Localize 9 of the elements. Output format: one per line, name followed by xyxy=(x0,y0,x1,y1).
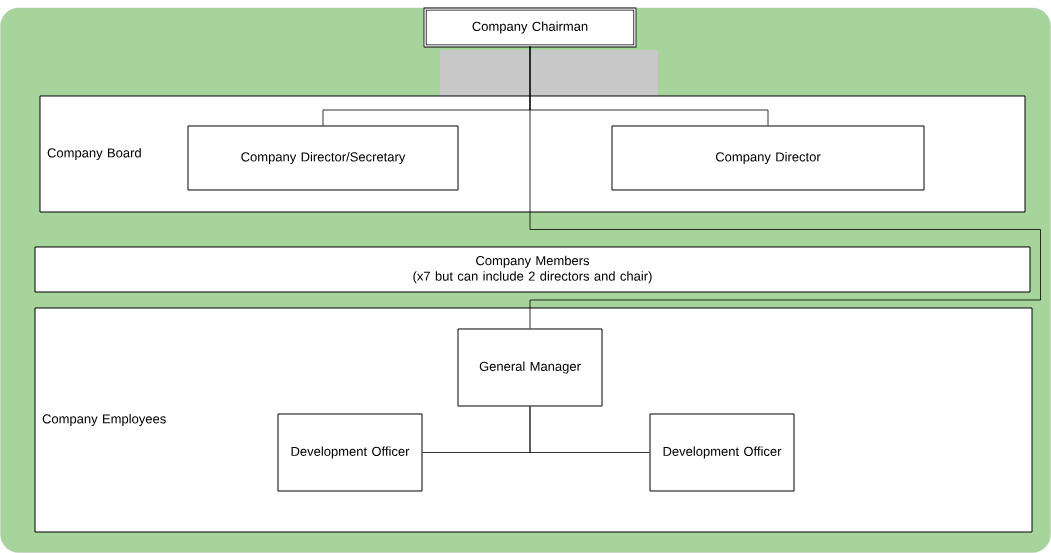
role-box: Development Officer xyxy=(277,413,423,492)
role-box: Company Director xyxy=(611,125,925,191)
connector-line xyxy=(529,406,650,453)
connector-line xyxy=(529,45,1041,329)
role-box: General Manager xyxy=(457,328,603,407)
role-box: Company Director/Secretary xyxy=(187,125,459,191)
band-box: Company Members (x7 but can include 2 directors and chair) xyxy=(34,246,1031,293)
role-box: Development Officer xyxy=(649,413,795,492)
title-box: Company Chairman xyxy=(423,7,637,48)
